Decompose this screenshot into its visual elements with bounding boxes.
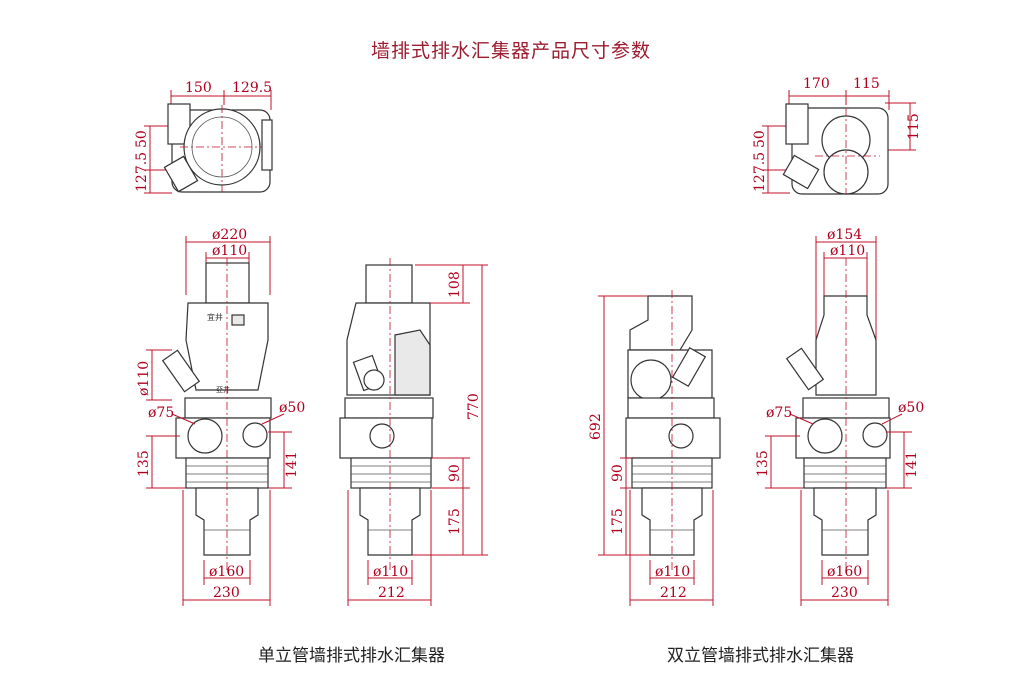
dim-double-front-d-bottom: ø160 <box>827 564 862 580</box>
dim-single-side-h-mid: 90 <box>447 464 463 482</box>
dim-double-front-d-right: ø50 <box>898 400 924 416</box>
dim-single-side-h-total: 770 <box>466 393 482 420</box>
double-top-view: 170 115 127.5 50 115 <box>752 76 922 195</box>
dim-double-top-h3: 115 <box>906 113 922 140</box>
dim-single-side-w-bottom: 212 <box>378 585 405 601</box>
dim-single-front-h-left: 135 <box>136 450 152 477</box>
single-top-view: 150 129.5 127.5 50 <box>134 80 273 194</box>
dim-single-front-w-bottom: 230 <box>213 585 240 601</box>
brand-logo: 宜井 <box>207 312 223 322</box>
dim-double-side-h-mid: 90 <box>610 464 626 482</box>
dim-single-top-h2: 50 <box>134 130 150 148</box>
dim-double-top-w2: 115 <box>853 76 880 92</box>
dim-double-side-w-bottom: 212 <box>660 585 687 601</box>
dim-single-top-h1: 127.5 <box>134 152 150 192</box>
double-side-view: 692 90 175 ø110 212 <box>588 290 721 606</box>
dim-single-side-d-bottom: ø110 <box>373 564 408 580</box>
dim-double-front-d-top: ø154 <box>827 227 862 243</box>
dim-double-top-w1: 170 <box>803 76 830 92</box>
dim-single-front-d-right: ø50 <box>279 400 305 416</box>
dim-single-top-w1: 150 <box>185 80 212 96</box>
dim-double-side-d-bottom: ø110 <box>655 564 690 580</box>
page-title: 墙排式排水汇集器产品尺寸参数 <box>370 40 651 62</box>
dim-double-front-w-bottom: 230 <box>831 585 858 601</box>
double-front-view: ø154 ø110 ø75 ø50 135 141 ø160 <box>755 227 924 606</box>
dim-single-side-h-bottom: 175 <box>447 508 463 535</box>
dim-single-front-d-bottom: ø160 <box>209 564 244 580</box>
dim-double-top-h2: 50 <box>752 130 768 148</box>
dim-double-front-d-left: ø75 <box>766 405 792 421</box>
dim-single-front-d-inner: ø110 <box>212 243 247 259</box>
single-front-view: ø220 ø110 宜井 亞井 ø110 ø75 ø50 135 141 <box>136 227 305 606</box>
dim-single-side-h-top: 108 <box>447 271 463 298</box>
brand-chars: 亞井 <box>216 385 230 394</box>
dim-single-front-h-right: 141 <box>284 451 300 478</box>
dim-single-front-d-left: ø75 <box>148 405 174 421</box>
dim-single-front-d-branch: ø110 <box>136 361 152 396</box>
dim-double-front-d-inner: ø110 <box>830 243 865 259</box>
single-side-view: 108 770 90 175 ø110 212 <box>339 258 488 606</box>
dim-double-side-h-total: 692 <box>588 413 604 440</box>
dim-single-top-w2: 129.5 <box>232 80 272 96</box>
dim-double-front-h-left: 135 <box>755 450 771 477</box>
dim-single-front-d-top: ø220 <box>212 227 247 243</box>
caption-single-riser: 单立管墙排式排水汇集器 <box>258 646 445 666</box>
dim-double-front-h-right: 141 <box>904 451 920 478</box>
caption-double-riser: 双立管墙排式排水汇集器 <box>667 646 854 666</box>
dim-double-top-h1: 127.5 <box>752 152 768 192</box>
dim-double-side-h-bottom: 175 <box>610 508 626 535</box>
